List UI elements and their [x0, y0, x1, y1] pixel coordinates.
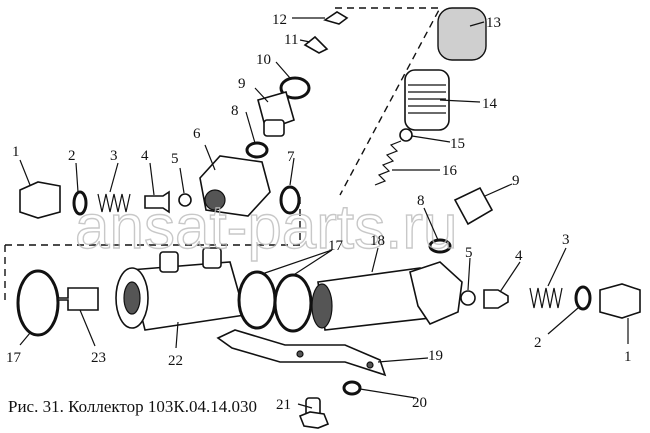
callout-16: 16	[442, 163, 458, 179]
part-14-thread	[408, 84, 446, 114]
part-3-spring-left	[97, 193, 131, 213]
dashed-path-left	[4, 195, 301, 300]
callout-1-right: 1	[624, 349, 632, 365]
callout-17-left: 17	[6, 350, 22, 366]
callout-5-right: 5	[465, 245, 473, 261]
part-2-washer-right	[574, 285, 592, 311]
part-17-ring-2	[273, 273, 313, 333]
part-17-ring-1	[237, 270, 277, 330]
part-21-bolt-head	[298, 411, 330, 429]
callout-9: 9	[238, 76, 246, 92]
callout-9-right: 9	[512, 173, 520, 189]
part-22-bore	[123, 281, 141, 315]
callout-22: 22	[168, 353, 183, 369]
leader-lines	[19, 17, 629, 409]
callout-3-right: 3	[562, 232, 570, 248]
part-6-bore	[204, 189, 226, 211]
part-4-valve-left	[144, 190, 170, 214]
callout-12: 12	[272, 12, 287, 28]
callout-17: 17	[328, 238, 344, 254]
part-20-washer	[342, 380, 362, 396]
callout-8-right: 8	[417, 193, 425, 209]
callout-2-right: 2	[534, 335, 542, 351]
part-15-ball	[399, 128, 413, 142]
callout-2-left: 2	[68, 148, 76, 164]
callout-4-left: 4	[141, 148, 149, 164]
part-13-filter	[437, 7, 487, 61]
part-4-valve-right	[483, 289, 509, 309]
part-1-plug-right	[599, 283, 641, 319]
part-7-ring	[279, 185, 301, 215]
dashed-path-upper	[335, 7, 442, 196]
part-3-spring-right	[529, 287, 563, 309]
callout-20: 20	[412, 395, 427, 411]
callout-8: 8	[231, 103, 239, 119]
callout-19: 19	[428, 348, 443, 364]
callout-6: 6	[193, 126, 201, 142]
callout-18: 18	[370, 233, 385, 249]
part-8-washer	[245, 141, 269, 159]
part-22-nipple-1	[159, 251, 179, 273]
part-19-hole	[296, 350, 304, 358]
callout-10: 10	[256, 52, 271, 68]
watermark: ansat-parts.ru	[75, 193, 458, 262]
part-5-ball-left	[178, 193, 192, 207]
figure-caption: Рис. 31. Коллектор 103К.04.14.030	[8, 397, 257, 416]
callout-21: 21	[276, 397, 291, 413]
callout-labels: 12 11 13 10 14 9 15 8 6 7 16 9 1 2 3 4 5…	[6, 12, 632, 413]
callout-23: 23	[91, 350, 106, 366]
part-1-plug-left	[19, 181, 61, 219]
part-23-insert	[57, 287, 99, 311]
part-12-clip	[323, 11, 349, 25]
callout-3-left: 3	[110, 148, 118, 164]
part-9-fitting-right	[453, 186, 494, 226]
part-18-hex	[409, 261, 463, 325]
part-5-ball-right	[460, 290, 476, 306]
part-8-washer-right	[428, 238, 452, 254]
callout-14: 14	[482, 96, 498, 112]
callout-11: 11	[284, 32, 298, 48]
part-16-spring	[374, 140, 402, 186]
callout-5-left: 5	[171, 151, 179, 167]
part-10-ring	[279, 76, 311, 100]
callout-7: 7	[287, 149, 295, 165]
part-17-ring-left	[16, 269, 60, 337]
callout-13: 13	[486, 15, 501, 31]
part-19-hole	[366, 361, 374, 369]
part-2-washer-left	[72, 190, 88, 216]
part-11-clip	[303, 35, 329, 54]
part-18-bore	[311, 283, 333, 329]
callout-15: 15	[450, 136, 465, 152]
part-22-nipple-2	[202, 247, 222, 269]
part-9-thread	[263, 119, 285, 137]
callout-4-right: 4	[515, 248, 523, 264]
callout-1-left: 1	[12, 144, 20, 160]
